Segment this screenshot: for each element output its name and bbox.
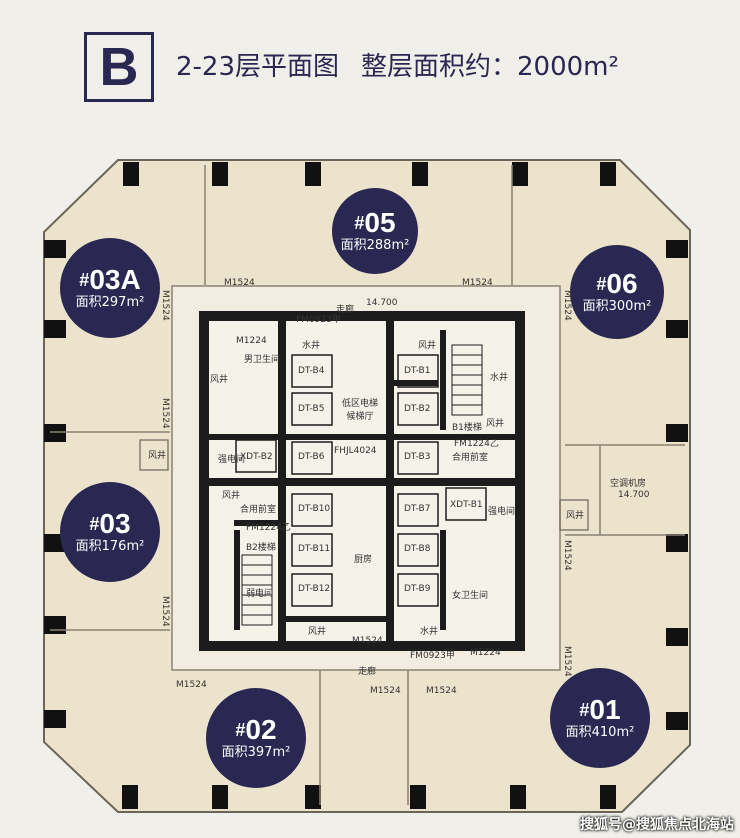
label-door-fm0923-top: FM0923甲 [296, 315, 341, 325]
label-corridor-bottom: 走廊 [358, 667, 377, 677]
label-stair-b1: B1楼梯 [452, 423, 482, 433]
unit-03-badge[interactable]: #03 面积176m² [60, 482, 160, 582]
label-dt-b12: DT-B12 [298, 584, 331, 594]
label-corridor-top: 走廊 [336, 305, 355, 315]
unit-02-badge[interactable]: #02 面积397m² [206, 688, 306, 788]
unit-03-number: 03 [99, 508, 131, 539]
label-kitchen: 厨房 [354, 555, 373, 565]
stair-hatching [241, 344, 483, 626]
label-shaft-air-l: 风井 [210, 375, 229, 385]
label-door-fm1224-r: FM1224乙 [454, 439, 499, 449]
unit-02-number: 02 [245, 714, 277, 745]
label-door-m1524-tl: M1524 [224, 278, 255, 288]
label-elevation-ac: 14.700 [618, 490, 650, 500]
label-dt-b8: DT-B8 [404, 544, 431, 554]
label-xdt-b1: XDT-B1 [450, 500, 483, 510]
label-door-m1524-tr: M1524 [462, 278, 493, 288]
label-door-m1524-left2: M1524 [160, 398, 170, 429]
label-shaft-air-ring-r: 风井 [566, 511, 585, 521]
header: B 2-23层平面图整层面积约：2000m² [0, 0, 740, 120]
label-stair-b2: B2楼梯 [246, 543, 276, 553]
label-dt-b5: DT-B5 [298, 404, 325, 414]
label-shaft-air-tr: 风井 [418, 341, 437, 351]
label-door-m1524-left3: M1524 [160, 596, 170, 627]
label-front-room-l: 合用前室 [240, 505, 277, 515]
label-door-fm0923-bottom: FM0923甲 [410, 651, 455, 661]
label-door-m1524-bl: M1524 [176, 680, 207, 690]
watermark: 搜狐号@搜狐焦点北海站 [580, 817, 734, 833]
label-dt-b3: DT-B3 [404, 452, 431, 462]
label-electric-l: 强电间 [218, 455, 246, 465]
label-shaft-air-ring-l: 风井 [148, 451, 167, 461]
unit-03a-area: 面积297m² [75, 295, 145, 310]
label-toilet-f: 女卫生间 [452, 591, 489, 601]
unit-01-area: 面积410m² [565, 725, 635, 740]
label-dt-b7: DT-B7 [404, 504, 431, 514]
label-door-fm1224-l: FM1224乙 [246, 523, 291, 533]
label-shaft-water-r: 水井 [490, 373, 509, 383]
label-shaft-air-b: 风井 [308, 627, 327, 637]
unit-05-badge[interactable]: #05 面积288m² [332, 188, 418, 274]
label-dt-b6: DT-B6 [298, 452, 325, 462]
label-dt-b1: DT-B1 [404, 366, 431, 376]
small-rooms [139, 439, 589, 531]
label-door-m1524-core: M1524 [352, 636, 383, 646]
label-door-m1524-br: M1524 [426, 686, 457, 696]
core-walls [204, 316, 520, 646]
partitions [50, 165, 685, 805]
unit-03-area: 面积176m² [75, 539, 145, 554]
unit-05-number: 05 [364, 207, 396, 238]
unit-06-badge[interactable]: #06 面积300m² [570, 245, 664, 339]
label-shaft-water-b: 水井 [420, 627, 439, 637]
label-door-m1524-left: M1524 [160, 290, 170, 321]
unit-01-badge[interactable]: #01 面积410m² [550, 668, 650, 768]
label-weak-electric: 弱电间 [246, 589, 274, 599]
label-electric-r: 强电间 [488, 507, 516, 517]
block-letter-logo: B [84, 32, 154, 102]
label-door-m1524-right: M1524 [562, 290, 572, 321]
elevator-shafts [235, 354, 487, 607]
label-door-m1524-right3: M1524 [562, 646, 572, 677]
label-xdt-b2: XDT-B2 [240, 452, 273, 462]
unit-01-number: 01 [589, 694, 621, 725]
label-shaft-water-l: 水井 [302, 341, 321, 351]
unit-03a-number: 03A [89, 264, 141, 295]
label-door-m1524-right2: M1524 [562, 540, 572, 571]
label-dt-b10: DT-B10 [298, 504, 331, 514]
label-dt-b2: DT-B2 [404, 404, 431, 414]
page-title: 2-23层平面图整层面积约：2000m² [176, 46, 619, 83]
label-ac-room: 空调机房 [610, 479, 647, 489]
label-elevator-hall: 低区电梯候梯厅 [341, 399, 378, 422]
label-fire-shutter: FHJL4024 [334, 446, 377, 456]
label-toilet-m: 男卫生间 [244, 355, 281, 365]
label-dt-b11: DT-B11 [298, 544, 331, 554]
label-shaft-air-r: 风井 [486, 419, 505, 429]
label-dt-b9: DT-B9 [404, 584, 431, 594]
label-front-room-r: 合用前室 [452, 453, 489, 463]
label-door-m1524-bc: M1524 [370, 686, 401, 696]
floors-label: 2-23层平面图 [176, 52, 340, 82]
unit-03a-badge[interactable]: #03A 面积297m² [60, 238, 160, 338]
label-door-m1224-bottom: M1224 [470, 648, 501, 658]
label-shaft-air-l2: 风井 [222, 491, 241, 501]
label-elevation-top: 14.700 [366, 298, 398, 308]
unit-06-area: 面积300m² [582, 299, 652, 314]
label-door-m1224-top: M1224 [236, 336, 267, 346]
label-dt-b4: DT-B4 [298, 366, 325, 376]
unit-06-number: 06 [606, 268, 638, 299]
unit-02-area: 面积397m² [221, 745, 291, 760]
area-label: 整层面积约：2000m² [361, 52, 619, 82]
unit-05-area: 面积288m² [340, 238, 410, 253]
